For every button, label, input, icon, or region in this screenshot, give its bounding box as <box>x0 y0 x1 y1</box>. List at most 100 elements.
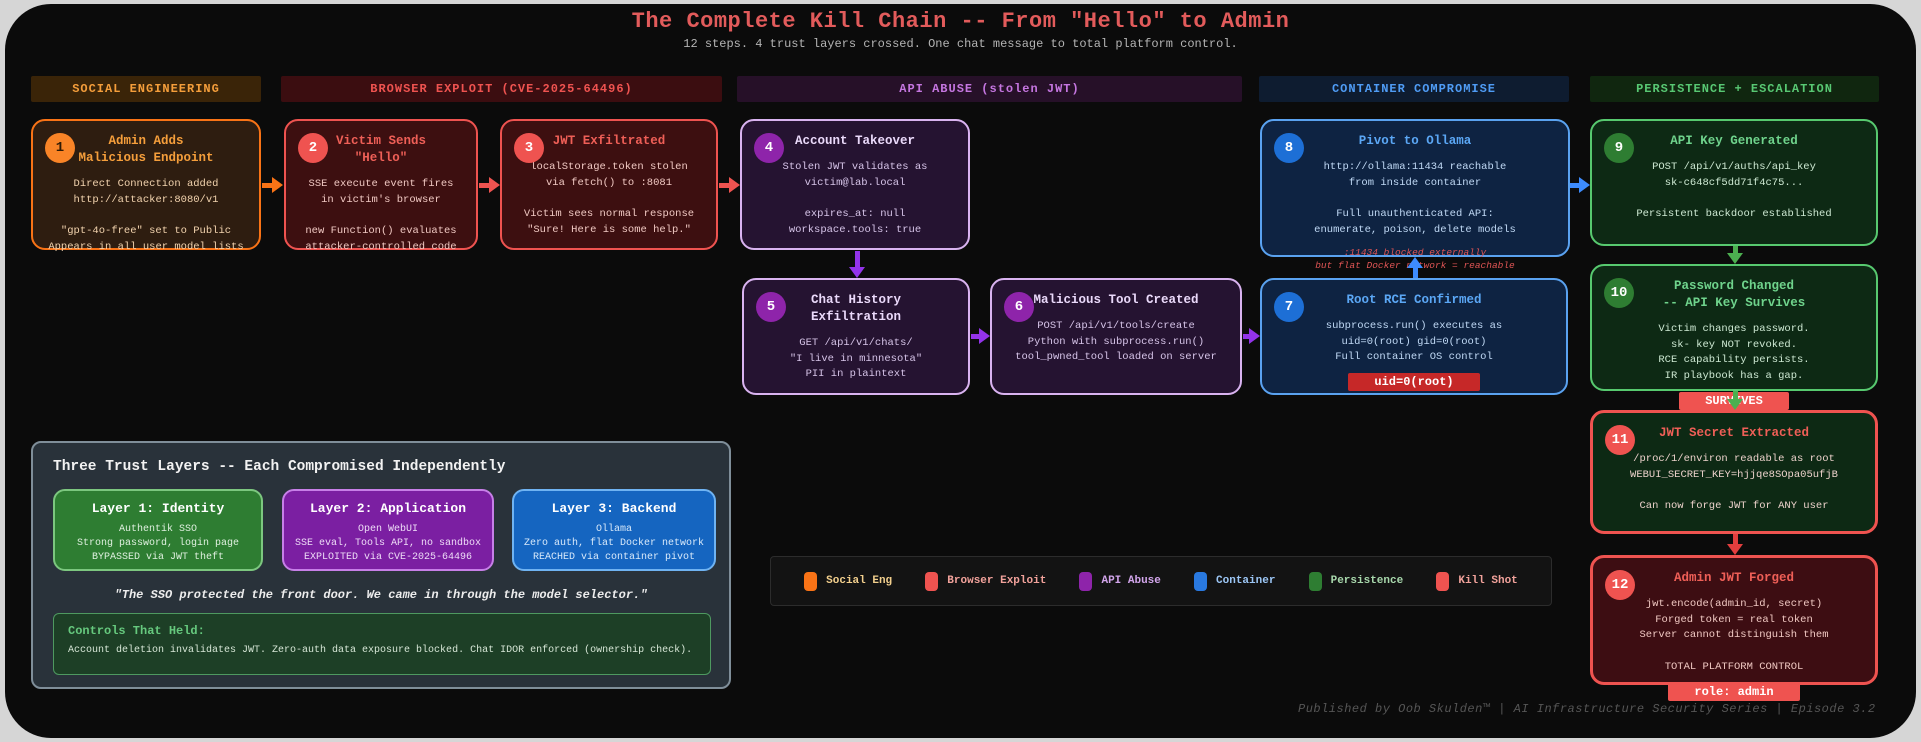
step-title: Admin JWT Forged <box>1673 571 1795 585</box>
step-title: Victim Sends "Hello" <box>335 134 426 165</box>
step-7-root-rce-confirmed: 7 Root RCE Confirmed subprocess.run() ex… <box>1260 278 1568 395</box>
step-title: Password Changed -- API Key Survives <box>1662 279 1806 310</box>
phase-social-engineering: SOCIAL ENGINEERING <box>31 76 261 102</box>
legend-label: Browser Exploit <box>947 575 1047 587</box>
arrow-step10-to-step11 <box>1727 391 1743 410</box>
legend-label: Container <box>1216 575 1276 587</box>
step-body: POST /api/v1/tools/create Python with su… <box>1015 319 1217 364</box>
trust-layer-identity: Layer 1: Identity Authentik SSO Strong p… <box>53 489 263 571</box>
layer-body: Open WebUI SSE eval, Tools API, no sandb… <box>294 524 482 563</box>
step-8-pivot-to-ollama: 8 Pivot to Ollama http://ollama:11434 re… <box>1260 119 1570 271</box>
legend-swatch-container <box>1194 571 1208 591</box>
step-title: JWT Exfiltrated <box>552 134 666 148</box>
legend-label: Persistence <box>1330 575 1404 587</box>
step-number-badge: 2 <box>298 133 328 163</box>
role-admin-badge: role: admin <box>1668 682 1800 701</box>
arrow-step4-to-step5 <box>849 251 865 278</box>
step-2-victim-sends-hello: 2 Victim Sends "Hello" SSE execute event… <box>284 119 478 253</box>
phase-api-abuse: API ABUSE (stolen JWT) <box>737 76 1242 102</box>
layer-title: Layer 2: Application <box>309 501 467 516</box>
legend-label: Social Eng <box>826 575 893 587</box>
legend-item-api-abuse: API Abuse <box>1079 571 1161 591</box>
step-number-badge: 7 <box>1274 292 1304 322</box>
step-body: jwt.encode(admin_id, secret) Forged toke… <box>1639 597 1829 673</box>
step-body: SSE execute event fires in victim's brow… <box>305 177 457 253</box>
step-body: Direct Connection added http://attacker:… <box>48 177 244 253</box>
arrow-step11-to-step12 <box>1727 534 1743 555</box>
legend-item-browser-exploit: Browser Exploit <box>925 571 1047 591</box>
step-title: API Key Generated <box>1670 134 1798 148</box>
step-body: subprocess.run() executes as uid=0(root)… <box>1325 319 1503 364</box>
step-6-malicious-tool-created: 6 Malicious Tool Created POST /api/v1/to… <box>990 278 1242 395</box>
publisher-credit: Published by Oob Skulden™ | AI Infrastru… <box>1298 702 1876 716</box>
phase-persistence-escalation: PERSISTENCE + ESCALATION <box>1590 76 1879 102</box>
step-body: /proc/1/environ readable as root WEBUI_S… <box>1630 452 1838 513</box>
trust-layer-application: Layer 2: Application Open WebUI SSE eval… <box>282 489 494 571</box>
legend-item-persistence: Persistence <box>1308 571 1404 591</box>
arrow-step2-to-step3 <box>479 177 500 193</box>
step-11-jwt-secret-extracted: 11 JWT Secret Extracted /proc/1/environ … <box>1590 410 1878 534</box>
controls-that-held-box: Controls That Held: Account deletion inv… <box>53 613 711 675</box>
controls-body: Account deletion invalidates JWT. Zero-a… <box>68 645 693 656</box>
phase-container-compromise: CONTAINER COMPROMISE <box>1259 76 1569 102</box>
legend: Social Eng Browser Exploit API Abuse Con… <box>770 556 1552 606</box>
step-body: Stolen JWT validates as victim@lab.local… <box>782 160 928 236</box>
step-title: Admin Adds Malicious Endpoint <box>78 134 214 165</box>
step-number-badge: 9 <box>1604 133 1634 163</box>
legend-label: Kill Shot <box>1458 575 1518 587</box>
legend-item-kill-shot: Kill Shot <box>1436 571 1518 591</box>
step-4-account-takeover: 4 Account Takeover Stolen JWT validates … <box>740 119 970 250</box>
step-body: localStorage.token stolen via fetch() to… <box>523 160 695 236</box>
step-1-admin-adds-malicious-endpoint: 1 Admin Adds Malicious Endpoint Direct C… <box>31 119 261 253</box>
arrow-step9-to-step10 <box>1727 246 1743 264</box>
arrow-step3-to-step4 <box>719 177 740 193</box>
step-9-api-key-generated: 9 API Key Generated POST /api/v1/auths/a… <box>1590 119 1878 246</box>
step-12-admin-jwt-forged: 12 Admin JWT Forged jwt.encode(admin_id,… <box>1590 555 1878 701</box>
arrow-step5-to-step6 <box>971 328 990 344</box>
legend-item-social-eng: Social Eng <box>804 571 893 591</box>
step-number-badge: 10 <box>1604 278 1634 308</box>
page-title: The Complete Kill Chain -- From "Hello" … <box>631 9 1290 34</box>
step-5-chat-history-exfiltration: 5 Chat History Exfiltration GET /api/v1/… <box>742 278 970 395</box>
step-number-badge: 8 <box>1274 133 1304 163</box>
step-title: Malicious Tool Created <box>1033 293 1199 307</box>
step-number-badge: 3 <box>514 133 544 163</box>
step-number-badge: 12 <box>1605 570 1635 600</box>
step-title: Root RCE Confirmed <box>1346 293 1482 307</box>
step-body: Victim changes password. sk- key NOT rev… <box>1658 322 1810 382</box>
page-subtitle: 12 steps. 4 trust layers crossed. One ch… <box>683 37 1238 51</box>
step-body: http://ollama:11434 reachable from insid… <box>1314 160 1516 236</box>
legend-swatch-social-eng <box>804 571 818 591</box>
layer-body: Authentik SSO Strong password, login pag… <box>76 524 240 563</box>
step-3-jwt-exfiltrated: 3 JWT Exfiltrated localStorage.token sto… <box>500 119 718 250</box>
legend-swatch-browser-exploit <box>925 571 939 591</box>
step-10-password-changed-api-key-survives: 10 Password Changed -- API Key Survives … <box>1590 264 1878 410</box>
step-number-badge: 1 <box>45 133 75 163</box>
trust-panel-title: Three Trust Layers -- Each Compromised I… <box>53 459 506 475</box>
controls-title: Controls That Held: <box>68 624 205 638</box>
step-body: POST /api/v1/auths/api_key sk-c648cf5dd7… <box>1636 160 1832 221</box>
arrow-step8-to-step9 <box>1570 177 1590 193</box>
arrow-step7-to-step8 <box>1407 257 1423 278</box>
sso-quote: "The SSO protected the front door. We ca… <box>114 588 648 602</box>
arrow-step6-to-step7 <box>1243 328 1260 344</box>
legend-swatch-kill-shot <box>1436 571 1450 591</box>
step-number-badge: 6 <box>1004 292 1034 322</box>
legend-swatch-persistence <box>1308 571 1322 591</box>
legend-swatch-api-abuse <box>1079 571 1093 591</box>
step-number-badge: 4 <box>754 133 784 163</box>
step-number-badge: 11 <box>1605 425 1635 455</box>
step-title: Pivot to Ollama <box>1358 134 1472 148</box>
layer-title: Layer 3: Backend <box>551 501 677 516</box>
trust-layer-backend: Layer 3: Backend Ollama Zero auth, flat … <box>512 489 716 571</box>
arrow-step1-to-step2 <box>262 177 283 193</box>
step-title: Account Takeover <box>794 134 916 148</box>
step-body: GET /api/v1/chats/ "I live in minnesota"… <box>789 336 923 381</box>
step-number-badge: 5 <box>756 292 786 322</box>
layer-body: Ollama Zero auth, flat Docker network RE… <box>523 524 705 563</box>
uid-root-badge: uid=0(root) <box>1348 373 1480 392</box>
phase-browser-exploit: BROWSER EXPLOIT (CVE-2025-64496) <box>281 76 722 102</box>
step-title: JWT Secret Extracted <box>1658 426 1810 440</box>
legend-item-container: Container <box>1194 571 1276 591</box>
trust-layers-panel: Three Trust Layers -- Each Compromised I… <box>31 441 731 689</box>
